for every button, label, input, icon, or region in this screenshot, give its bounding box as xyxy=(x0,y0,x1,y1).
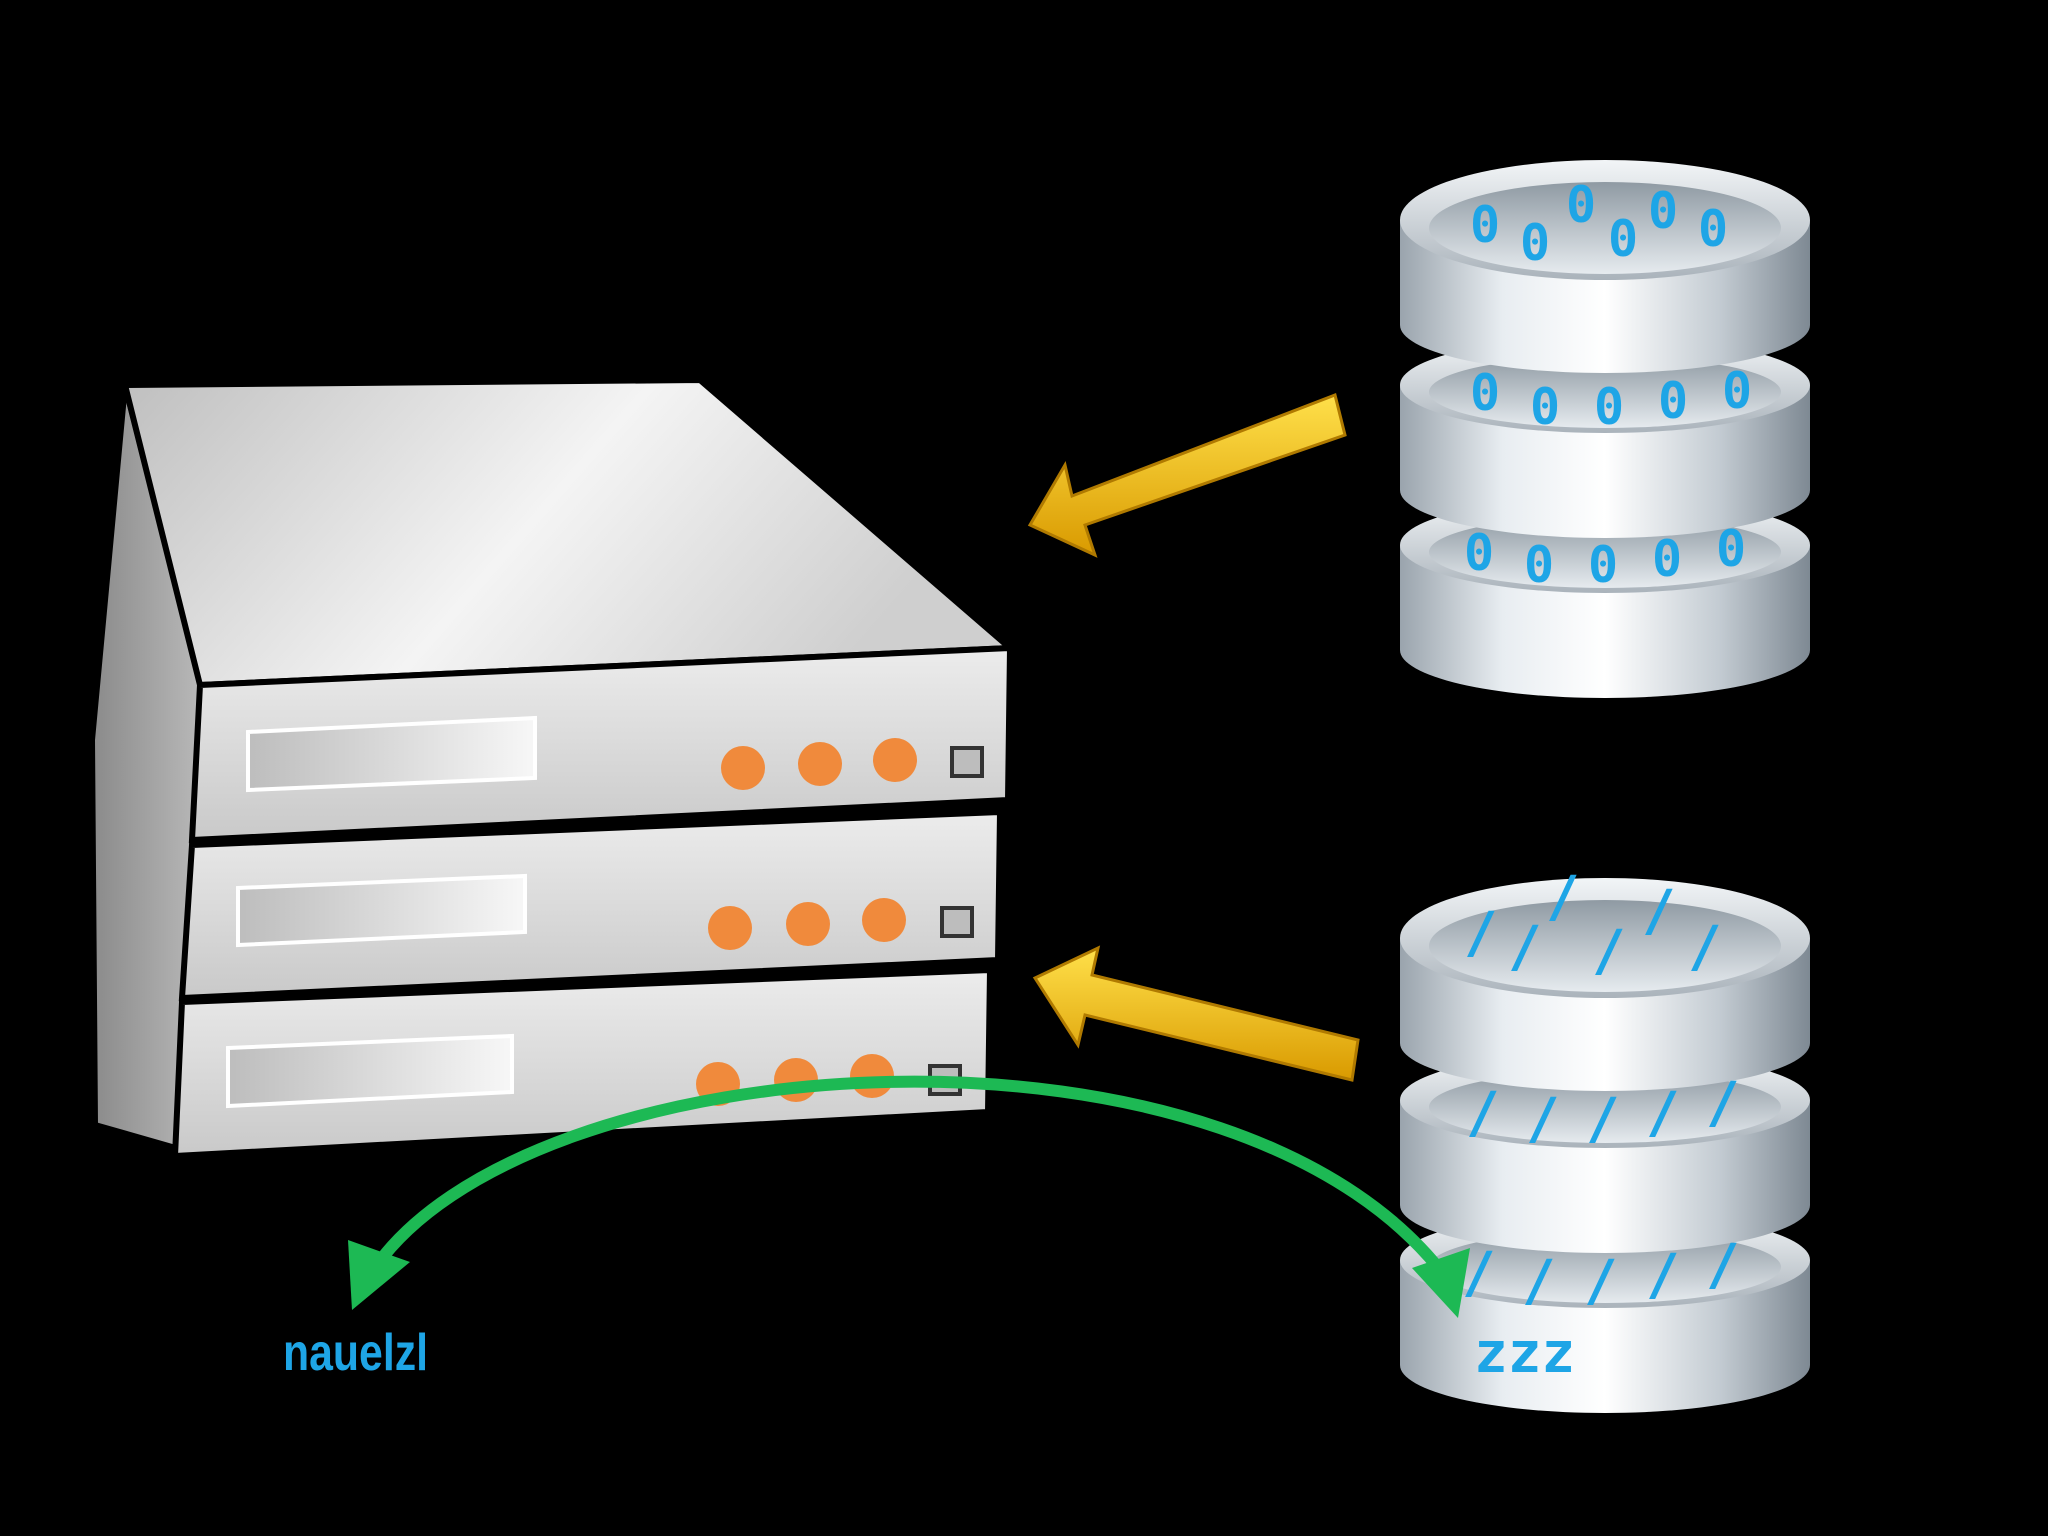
data-glyph: 0 xyxy=(1658,372,1688,430)
data-glyph: / xyxy=(1586,1087,1620,1152)
data-glyph: 0 xyxy=(1716,520,1746,578)
data-glyph: / xyxy=(1706,1233,1740,1298)
data-glyph: 0 xyxy=(1520,214,1550,272)
drive-slot xyxy=(226,1033,514,1109)
power-switch xyxy=(950,746,984,778)
data-glyph: 0 xyxy=(1648,182,1678,240)
status-led xyxy=(786,902,830,946)
data-glyph: / xyxy=(1646,1081,1680,1146)
server-stack-icon xyxy=(88,376,1018,1160)
status-led xyxy=(873,738,917,782)
status-led xyxy=(708,906,752,950)
data-glyph: / xyxy=(1688,915,1722,980)
data-glyph: / xyxy=(1522,1249,1556,1314)
data-glyph: / xyxy=(1526,1087,1560,1152)
data-glyph: 0 xyxy=(1594,378,1624,436)
server-unit-1 xyxy=(188,644,1014,844)
server-unit-3 xyxy=(171,966,994,1160)
database-top-icon: 0 0 0 0 0 0 0 0 0 0 0 0 0 0 0 0 xyxy=(1400,160,1810,698)
drive-slot xyxy=(246,715,537,793)
arrow-icon-top xyxy=(1027,392,1347,558)
status-led xyxy=(721,746,765,790)
arrow-icon-green xyxy=(348,1075,1470,1318)
data-glyph: 0 xyxy=(1530,378,1560,436)
data-glyph: / xyxy=(1546,865,1580,930)
data-glyph: / xyxy=(1646,1243,1680,1308)
status-led xyxy=(798,742,842,786)
data-glyph: 0 xyxy=(1470,196,1500,254)
data-glyph: / xyxy=(1464,901,1498,966)
arrowhead-left xyxy=(348,1240,410,1310)
database-bottom-icon: / / / / / / / / / / / / / / / / xyxy=(1400,865,1810,1413)
power-switch xyxy=(940,906,974,938)
data-glyph: / xyxy=(1584,1249,1618,1314)
data-glyph: / xyxy=(1706,1071,1740,1136)
data-glyph: 0 xyxy=(1588,536,1618,594)
right-label: zzz xyxy=(1474,1321,1575,1386)
arrowhead-right xyxy=(1412,1248,1470,1318)
server-unit-2 xyxy=(178,808,1004,1002)
data-glyph: 0 xyxy=(1524,536,1554,594)
arrow-icon-bottom xyxy=(1032,945,1360,1082)
data-glyph: 0 xyxy=(1464,524,1494,582)
data-glyph: 0 xyxy=(1608,210,1638,268)
left-label: nauelzl xyxy=(283,1324,428,1382)
data-glyph: / xyxy=(1642,879,1676,944)
data-glyph: 0 xyxy=(1566,176,1596,234)
data-glyph: 0 xyxy=(1652,530,1682,588)
data-glyph: / xyxy=(1592,919,1626,984)
server-top-surface xyxy=(121,376,1018,689)
drive-slot xyxy=(236,873,527,948)
data-glyph: / xyxy=(1466,1081,1500,1146)
data-glyph: / xyxy=(1508,915,1542,980)
data-glyph: 0 xyxy=(1470,364,1500,422)
data-glyph: 0 xyxy=(1698,200,1728,258)
data-glyph: 0 xyxy=(1722,362,1752,420)
status-led xyxy=(862,898,906,942)
